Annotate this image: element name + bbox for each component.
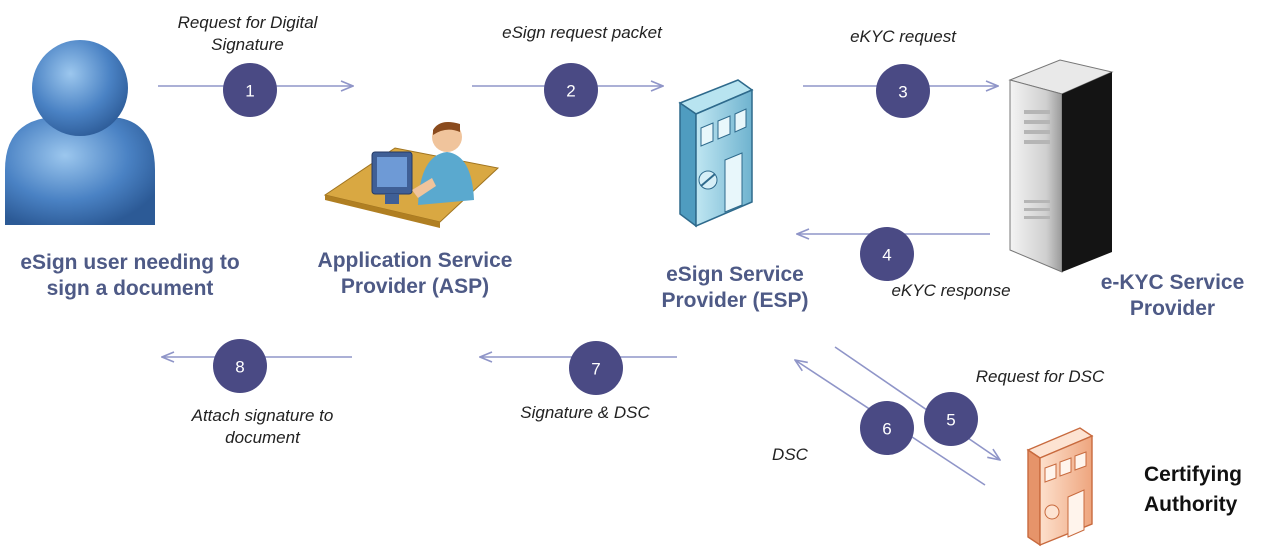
asp-entity-label: Application Service Provider (ASP) — [317, 249, 513, 298]
step-8-label: Attach signature to document — [191, 406, 334, 447]
step-number: 2 — [566, 82, 575, 101]
step-number: 6 — [882, 420, 891, 439]
ca-entity-label: Certifying Authority — [1144, 463, 1243, 516]
step-badge-1: 1 — [223, 63, 277, 117]
ekyc-entity-label: e-KYC Service Provider — [1100, 271, 1245, 320]
building-icon — [678, 79, 754, 228]
step-2-label: eSign request packet — [502, 23, 662, 42]
step-badge-3: 3 — [876, 64, 930, 118]
server-icon — [1008, 59, 1114, 273]
ca-building-icon — [1026, 427, 1094, 547]
step-number: 8 — [235, 358, 244, 377]
computer-operator-icon — [323, 122, 500, 228]
arrow-step-5 — [834, 346, 1000, 460]
step-badge-2: 2 — [544, 63, 598, 117]
step-badge-6: 6 — [860, 401, 914, 455]
step-6-label: DSC — [772, 445, 808, 464]
step-number: 5 — [946, 411, 955, 430]
step-7-label: Signature & DSC — [520, 403, 650, 422]
step-badge-4: 4 — [860, 227, 914, 281]
step-badge-5: 5 — [924, 392, 978, 446]
step-4-label: eKYC response — [891, 281, 1011, 300]
step-number: 7 — [591, 360, 600, 379]
step-1-label: Request for Digital Signature — [177, 13, 318, 54]
user-entity-label: eSign user needing to sign a document — [20, 251, 240, 300]
step-number: 1 — [245, 82, 254, 101]
step-number: 3 — [898, 83, 907, 102]
step-number: 4 — [882, 246, 891, 265]
step-badge-8: 8 — [213, 339, 267, 393]
step-5-label: Request for DSC — [975, 367, 1105, 386]
esp-entity-label: eSign Service Provider (ESP) — [661, 263, 809, 312]
step-3-label: eKYC request — [850, 27, 956, 46]
step-badge-7: 7 — [569, 341, 623, 395]
user-icon — [5, 40, 155, 225]
